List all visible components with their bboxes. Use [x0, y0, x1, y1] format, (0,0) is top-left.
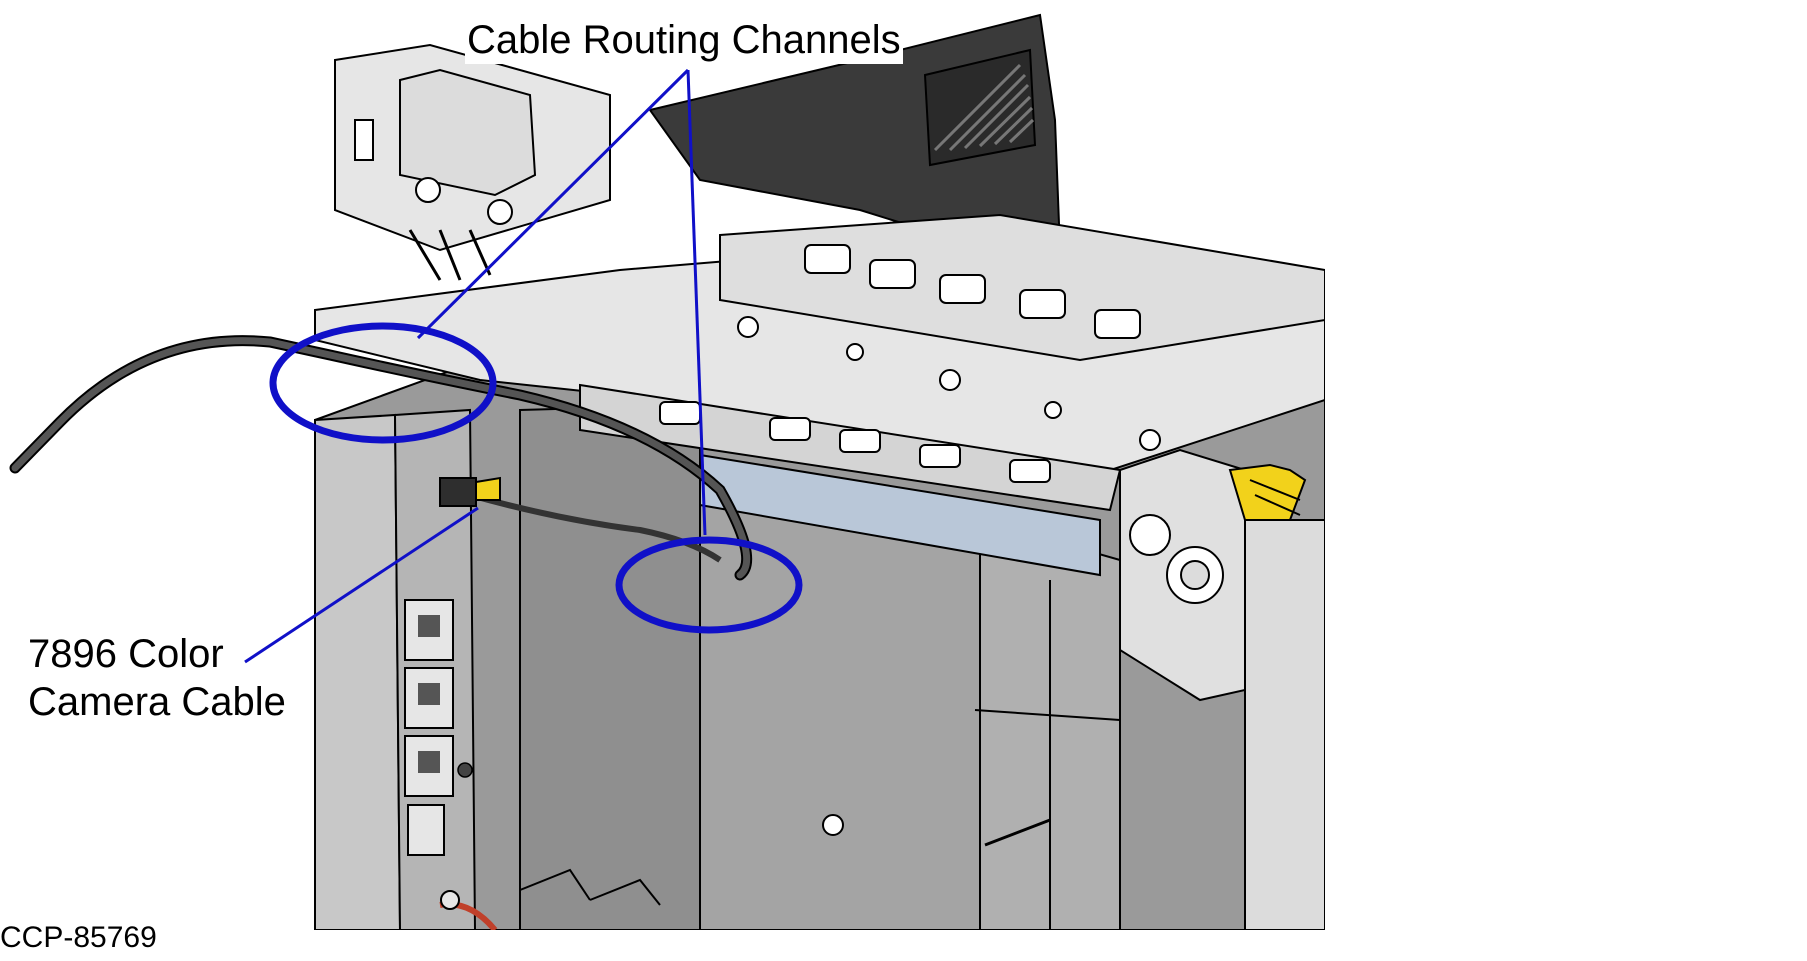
- cable-routing-channels-label: Cable Routing Channels: [465, 16, 903, 64]
- camera-cable-label-line1: 7896 Color: [28, 632, 224, 676]
- device-drawing: [314, 13, 1325, 930]
- callout-channel-center: [615, 536, 803, 634]
- callout-leaders: [244, 68, 707, 664]
- camera-cable-label-line2: Camera Cable: [28, 680, 286, 724]
- figure-code: CCP-85769: [0, 921, 157, 954]
- callout-channel-left: [269, 322, 497, 444]
